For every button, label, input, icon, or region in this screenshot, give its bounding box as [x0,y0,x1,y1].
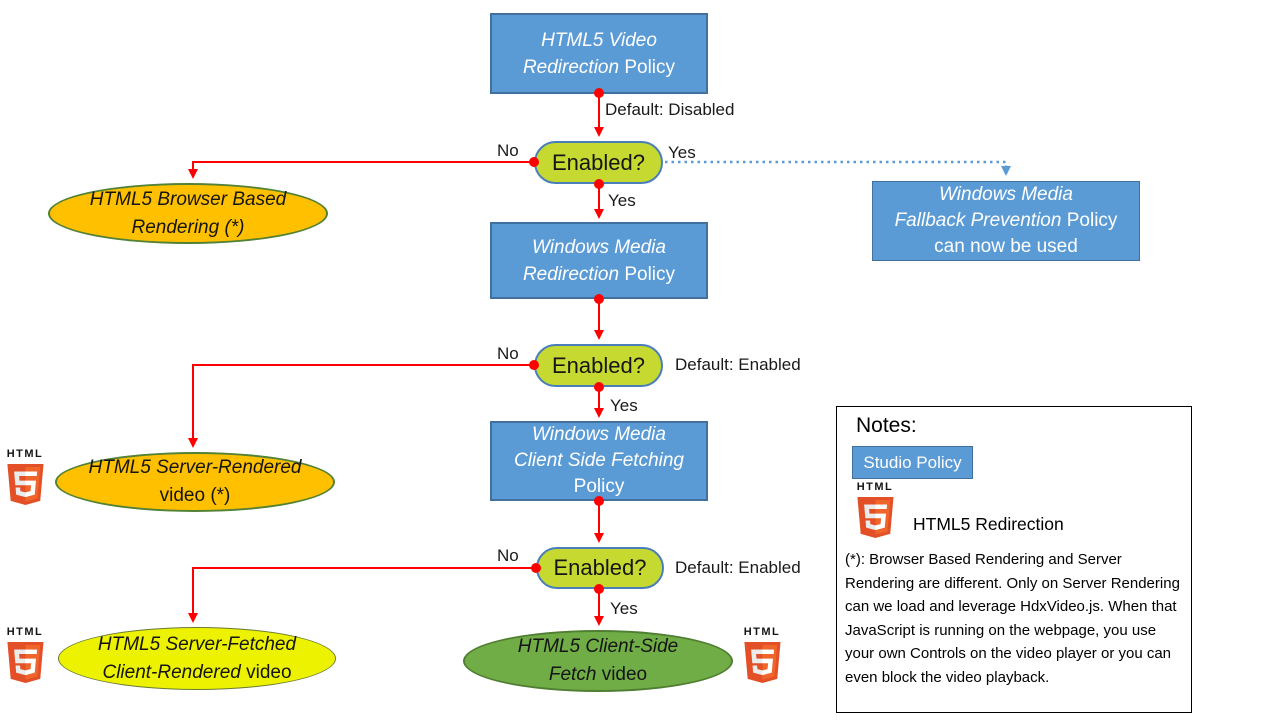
node-text: Windows Media [532,424,666,445]
decision-label: Enabled? [552,149,645,175]
connector-enabled2-no [188,364,534,448]
decision-label: Enabled? [553,555,647,580]
node-text: video [601,664,648,685]
node-text: HTML5 Browser Based [89,188,287,210]
notes-title: Notes: [856,414,917,437]
edge-label-default-enabled-2: Default: Enabled [675,355,801,374]
notes-panel: Notes: Studio Policy HTML HTML5 Redirect… [836,406,1192,713]
node-html5-video-redirection-policy: HTML5 Video Redirection Policy [490,13,708,94]
edge-label-no-3: No [497,546,519,565]
node-text: Fallback Prevention [894,210,1067,231]
edge-label-no-2: No [497,344,519,363]
decision-enabled-3: Enabled? [536,547,664,589]
node-text: Policy [624,263,676,285]
edge-label-yes-3: Yes [610,599,638,618]
node-windows-media-fallback-prevention-policy: Windows Media Fallback Prevention Policy… [872,181,1140,261]
node-windows-media-client-side-fetching-policy: Windows Media Client Side Fetching Polic… [490,421,708,501]
node-text: video [246,661,292,683]
decision-enabled-2: Enabled? [534,344,663,387]
html5-logo: HTML [738,626,786,686]
node-text: HTML5 Client-Side [517,636,679,657]
node-text: Rendering (*) [131,216,245,238]
node-html5-server-fetched-client-rendered-video: HTML5 Server-Fetched Client-Rendered vid… [58,627,336,690]
html5-logo: HTML [851,481,899,541]
html5-shield-icon [856,497,894,538]
node-html5-client-side-fetch-video: HTML5 Client-Side Fetch video [463,630,733,692]
html5-logo: HTML [1,626,49,686]
node-text: HTML5 Video [541,29,657,51]
connector-enabled1-yes-dotted [665,160,1011,176]
notes-body-text: (*): Browser Based Rendering and Server … [845,551,1180,686]
connector-enabled3-no [188,567,536,623]
node-text: Redirection [522,263,625,285]
edge-label-default-disabled: Default: Disabled [605,100,735,119]
html5-shield-icon [743,642,781,683]
node-text: can now be used [934,236,1078,257]
node-text: video (*) [159,485,231,506]
node-text: Policy [573,476,625,497]
edge-label-default-enabled-3: Default: Enabled [675,558,801,577]
html5-logo: HTML [1,448,49,508]
node-text: Windows Media [532,236,666,258]
edge-label-no-1: No [497,141,519,160]
connector-enabled1-no [188,161,534,179]
html5-logo-word: HTML [6,448,44,460]
node-text: Client Side Fetching [513,450,685,471]
node-text: Policy [624,56,676,78]
decision-enabled-1: Enabled? [534,141,663,184]
node-html5-browser-based-rendering: HTML5 Browser Based Rendering (*) [48,183,328,244]
html5-redirection-legend-label: HTML5 Redirection [913,514,1064,534]
node-text: Client-Rendered [102,661,247,683]
edge-label-yes-2: Yes [610,396,638,415]
html5-shield-icon [6,642,44,683]
node-text: HTML5 Server-Rendered [88,457,302,478]
edge-label-yes-1: Yes [608,191,636,210]
studio-policy-label: Studio Policy [863,452,962,472]
studio-policy-legend: Studio Policy [852,446,973,479]
html5-shield-icon [6,464,44,505]
html5-logo-word: HTML [856,481,894,493]
node-text: Windows Media [939,184,1073,205]
node-text: HTML5 Server-Fetched [97,633,297,655]
edge-label-yes-right: Yes [668,143,696,162]
html5-logo-word: HTML [743,626,781,638]
node-text: Fetch [548,664,602,685]
node-text: Redirection [522,56,625,78]
node-windows-media-redirection-policy: Windows Media Redirection Policy [490,222,708,299]
node-text: Policy [1066,210,1118,231]
node-html5-server-rendered-video: HTML5 Server-Rendered video (*) [55,452,335,512]
decision-label: Enabled? [552,352,645,378]
html5-logo-word: HTML [6,626,44,638]
